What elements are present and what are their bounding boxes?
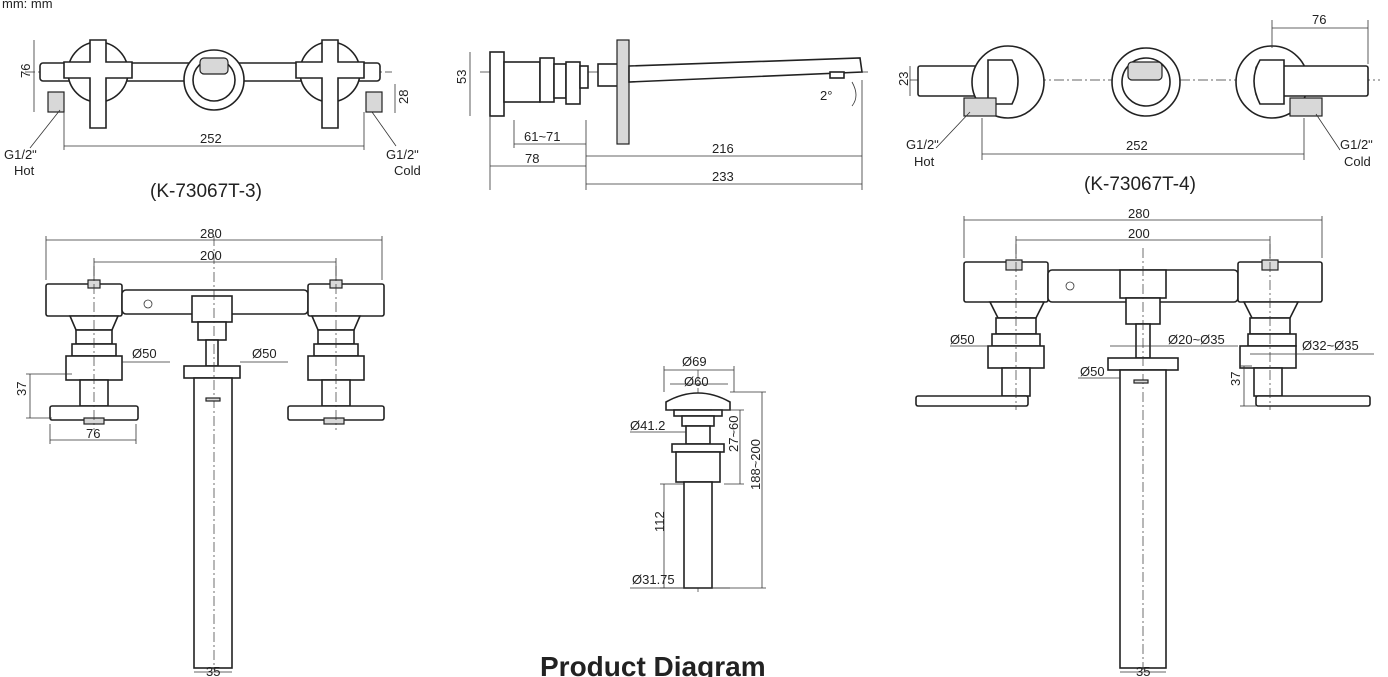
bl-dia-left: Ø50 (132, 346, 157, 361)
drain-total-188-200: 188~200 (748, 439, 763, 490)
br-centers-200: 200 (1128, 226, 1150, 241)
spout-side-view: 53 61~71 78 216 233 2° (454, 39, 870, 190)
bl-height-37: 37 (14, 382, 29, 396)
bl-centers-200: 200 (200, 248, 222, 263)
bottom-left-front-view: 280 200 Ø50 Ø50 37 76 35 (14, 226, 385, 677)
drain-view: Ø69 Ø60 Ø41.2 27~60 188~200 112 Ø31.75 (630, 354, 766, 592)
spout-height-53: 53 (454, 70, 469, 84)
right-inlet-left-size: G1/2ʺ (906, 137, 939, 152)
spout-body-dim: 78 (525, 151, 539, 166)
br-height-37: 37 (1228, 372, 1243, 386)
spout-total-dim: 233 (712, 169, 734, 184)
spout-angle: 2° (820, 88, 832, 103)
bl-dia-right: Ø50 (252, 346, 277, 361)
drain-dia-69: Ø69 (682, 354, 707, 369)
drain-dia-60: Ø60 (684, 374, 709, 389)
br-overall-280: 280 (1128, 206, 1150, 221)
br-dia-left: Ø50 (950, 332, 975, 347)
br-dia-center: Ø20~Ø35 (1168, 332, 1225, 347)
right-inlet-left-label: Hot (914, 154, 935, 169)
bl-overall-280: 280 (200, 226, 222, 241)
width-dim-252: 252 (200, 131, 222, 146)
drain-tail-112: 112 (652, 511, 667, 532)
right-width-dim-252: 252 (1126, 138, 1148, 153)
br-spout-35: 35 (1136, 664, 1150, 677)
right-top-dim-76: 76 (1312, 12, 1326, 27)
bl-spout-35: 35 (206, 664, 220, 677)
diagram-title: Product Diagram (540, 651, 766, 677)
top-left-view: mm: mm 76 28 252 G1/2ʺ Hot G1/2ʺ Cold (K… (2, 0, 421, 202)
inlet-left-label: Hot (14, 163, 35, 178)
model-caption-left: (K-73067T-3) (150, 181, 262, 202)
drain-dia-41: Ø41.2 (630, 418, 665, 433)
unit-label: mm: mm (2, 0, 53, 11)
spout-length-dim: 216 (712, 141, 734, 156)
right-inlet-right-label: Cold (1344, 154, 1371, 169)
inlet-right-label: Cold (394, 163, 421, 178)
drain-dia-31: Ø31.75 (632, 572, 675, 587)
top-right-view: 76 23 252 G1/2ʺ Hot G1/2ʺ Cold (K-73067T… (896, 12, 1380, 195)
inlet-left-size: G1/2ʺ (4, 147, 37, 162)
bottom-right-front-view: 280 200 Ø50 Ø20~Ø35 Ø32~Ø35 Ø50 37 35 (915, 206, 1374, 677)
height-dim-76: 76 (18, 64, 33, 78)
model-caption-right: (K-73067T-4) (1084, 174, 1196, 195)
br-dia-spout: Ø50 (1080, 364, 1105, 379)
drain-range-27-60: 27~60 (726, 415, 741, 452)
spout-range-dim: 61~71 (524, 129, 561, 144)
bl-handle-76: 76 (86, 426, 100, 441)
br-dia-right: Ø32~Ø35 (1302, 338, 1359, 353)
inlet-right-size: G1/2ʺ (386, 147, 419, 162)
right-dim-28: 28 (396, 90, 411, 104)
right-height-dim-23: 23 (896, 72, 911, 86)
right-inlet-right-size: G1/2ʺ (1340, 137, 1373, 152)
